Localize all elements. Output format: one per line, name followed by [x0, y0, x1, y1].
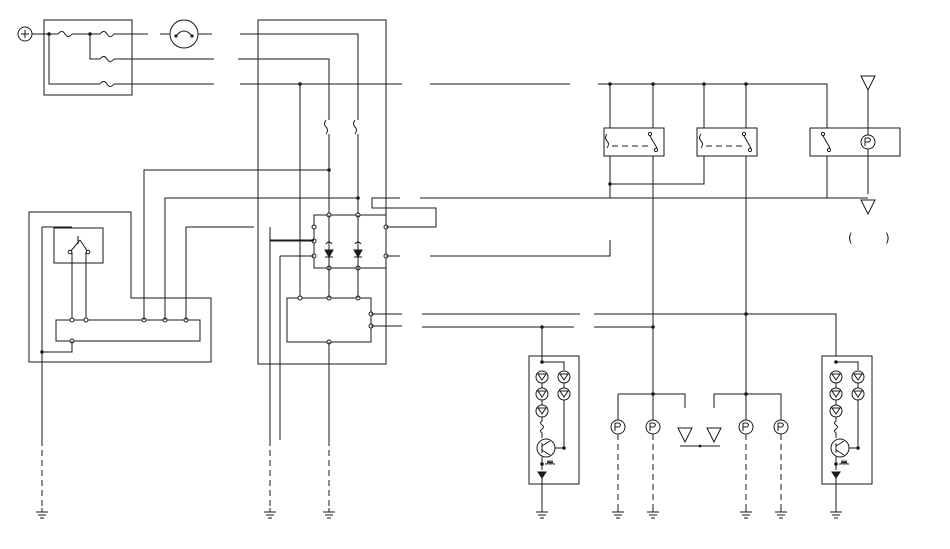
switch-icon	[67, 236, 91, 255]
switch-icon	[324, 119, 357, 135]
relay-icon	[696, 84, 758, 420]
fuse-icon	[57, 31, 73, 37]
fuse-icon	[99, 56, 115, 62]
signal-icon	[677, 427, 722, 444]
led-icon	[829, 370, 865, 418]
signal-icon	[860, 75, 876, 216]
motor-icon	[610, 419, 789, 435]
fuse-icon	[99, 31, 115, 37]
fuse-icon	[99, 81, 115, 87]
diode-icon	[324, 249, 363, 259]
ground-leads	[41, 434, 837, 508]
battery-positive-icon	[17, 26, 33, 42]
switch-assembly	[28, 169, 214, 440]
lower-loads	[610, 392, 789, 448]
paren-open: (	[848, 231, 853, 245]
lamp-icon	[169, 19, 199, 49]
led-module	[528, 327, 580, 485]
transistor-icon	[830, 438, 850, 458]
ground-icon	[36, 508, 842, 519]
fuse-block	[17, 19, 214, 96]
led-icon	[535, 370, 571, 418]
motor-icon	[860, 134, 876, 150]
led-module	[821, 355, 873, 485]
paren-close: )	[885, 231, 890, 245]
relay-icon	[603, 84, 705, 420]
control-unit	[214, 19, 437, 440]
relay-icon	[809, 90, 901, 198]
transistor-icon	[536, 438, 556, 458]
